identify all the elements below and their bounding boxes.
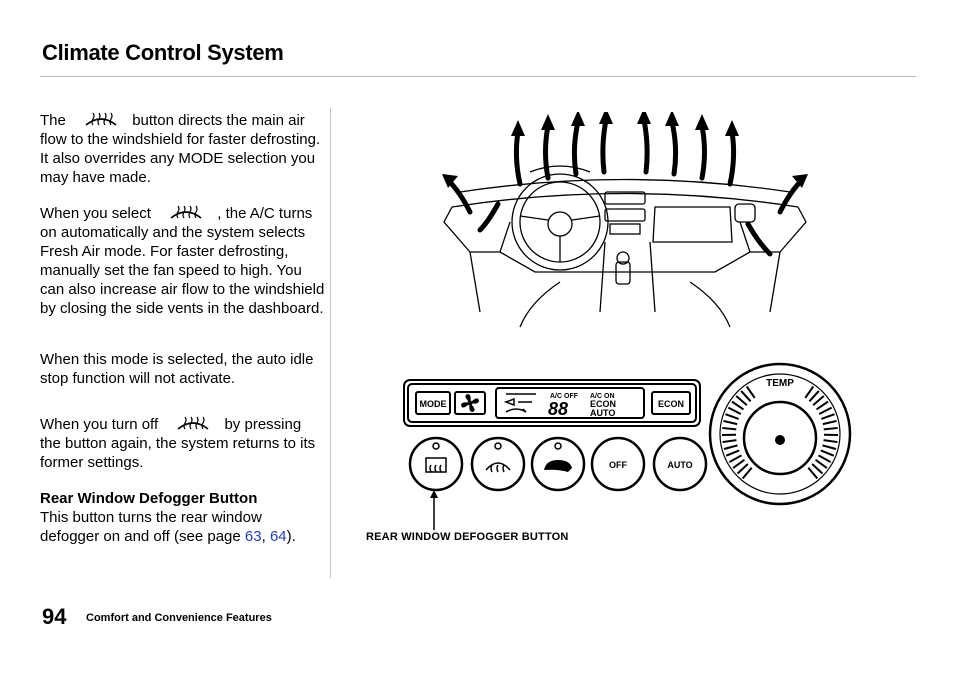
figure-caption: REAR WINDOW DEFOGGER BUTTON	[366, 531, 569, 543]
page-number: 94	[42, 604, 67, 629]
dial-tick	[807, 467, 819, 480]
dial-tick	[736, 463, 749, 475]
rear-defogger-description: This button turns the rear window defogg…	[40, 509, 262, 545]
climate-control-panel: MODE A/C OFF A/C ON 88 ECON AUTO ECON	[403, 362, 852, 530]
closing-paren: ).	[286, 528, 296, 545]
column-divider	[330, 108, 331, 578]
dial-tick	[808, 390, 820, 402]
dial-tick	[815, 459, 828, 469]
display-ac-off: A/C OFF	[550, 393, 579, 400]
dial-tick	[722, 439, 737, 444]
rear-defogger-section: Rear Window Defogger Button This button …	[40, 489, 325, 546]
econ-button[interactable]: ECON	[651, 391, 691, 415]
dial-tick	[741, 467, 753, 480]
dial-tick	[823, 426, 838, 431]
dial-tick	[723, 444, 738, 450]
windshield-defrost-icon	[485, 462, 511, 471]
windshield-defrost-button[interactable]	[470, 436, 526, 492]
dial-tick	[811, 463, 824, 475]
page-63-link[interactable]: 63	[244, 528, 262, 545]
link-separator: ,	[261, 528, 266, 545]
dial-tick	[727, 406, 742, 415]
mode-button[interactable]: MODE	[415, 391, 451, 415]
p1-text-before: The	[40, 112, 66, 129]
section-heading: Rear Window Defogger Button	[40, 490, 258, 507]
dial-tick	[745, 385, 756, 399]
rear-defogger-text: This button turns the rear window defogg…	[40, 508, 325, 546]
page-title: Climate Control System	[42, 40, 284, 65]
auto-button[interactable]	[652, 436, 708, 492]
dial-tick	[818, 406, 833, 415]
dial-ticks	[721, 385, 839, 480]
dial-tick	[725, 413, 739, 420]
dial-tick	[815, 400, 829, 411]
fan-icon	[461, 394, 479, 412]
p4-text-before: When you turn off	[40, 416, 159, 433]
pointer-arrowhead	[430, 490, 438, 498]
windshield-defrost-icon	[177, 416, 209, 430]
p2-text-before: When you select	[40, 205, 151, 222]
paragraph-defrost-intro: The button directs the main air flow to …	[40, 110, 325, 187]
fan-speed-button[interactable]	[454, 391, 486, 415]
dial-tick	[735, 395, 748, 406]
off-button[interactable]	[590, 436, 646, 492]
footer-section-title: Comfort and Convenience Features	[86, 612, 272, 624]
dial-tick	[722, 426, 737, 431]
dial-tick	[822, 444, 837, 450]
dial-tick	[740, 390, 752, 402]
auto-label: AUTO	[667, 460, 692, 470]
display-auto: AUTO	[590, 408, 615, 418]
title-divider	[40, 76, 916, 77]
dial-tick	[804, 385, 815, 399]
recirculation-icon	[544, 460, 572, 472]
temp-label: TEMP	[766, 378, 794, 389]
paragraph-defrost-select: When you select , the A/C turns on autom…	[40, 203, 325, 318]
dial-tick	[823, 439, 838, 444]
dial-tick	[731, 400, 745, 411]
display-digits: 88	[548, 399, 568, 419]
rear-defrost-button[interactable]	[408, 436, 464, 492]
dial-tick	[732, 459, 745, 469]
display-mode-icon	[503, 393, 536, 413]
windshield-defrost-icon	[170, 205, 202, 219]
windshield-defrost-icon	[85, 112, 117, 126]
display-econ: ECON	[590, 399, 616, 409]
econ-label: ECON	[658, 399, 684, 409]
off-label: OFF	[609, 460, 627, 470]
dial-tick	[817, 454, 832, 463]
dial-tick	[821, 413, 835, 420]
dashboard-airflow-illustration	[442, 112, 808, 328]
paragraph-auto-idle: When this mode is selected, the auto idl…	[40, 351, 314, 387]
paragraph-defrost-off: When you turn off by pressing the button…	[40, 414, 325, 472]
mode-label: MODE	[420, 399, 447, 409]
dial-tick	[723, 419, 738, 426]
page-64-link[interactable]: 64	[269, 528, 287, 545]
p1-text-after: button directs the main air flow to the …	[40, 112, 321, 186]
display-ac-on: A/C ON	[590, 393, 615, 400]
dial-tick	[725, 449, 740, 457]
dial-tick	[728, 454, 743, 463]
dial-tick	[822, 419, 837, 426]
dial-tick	[820, 449, 835, 457]
p2-text-after: , the A/C turns on automatically and the…	[40, 205, 325, 317]
temperature-dial[interactable]: TEMP	[708, 362, 852, 506]
dial-tick	[812, 395, 825, 406]
p4-text-after: by pressing the button again, the system…	[40, 416, 316, 471]
status-display	[495, 387, 645, 419]
